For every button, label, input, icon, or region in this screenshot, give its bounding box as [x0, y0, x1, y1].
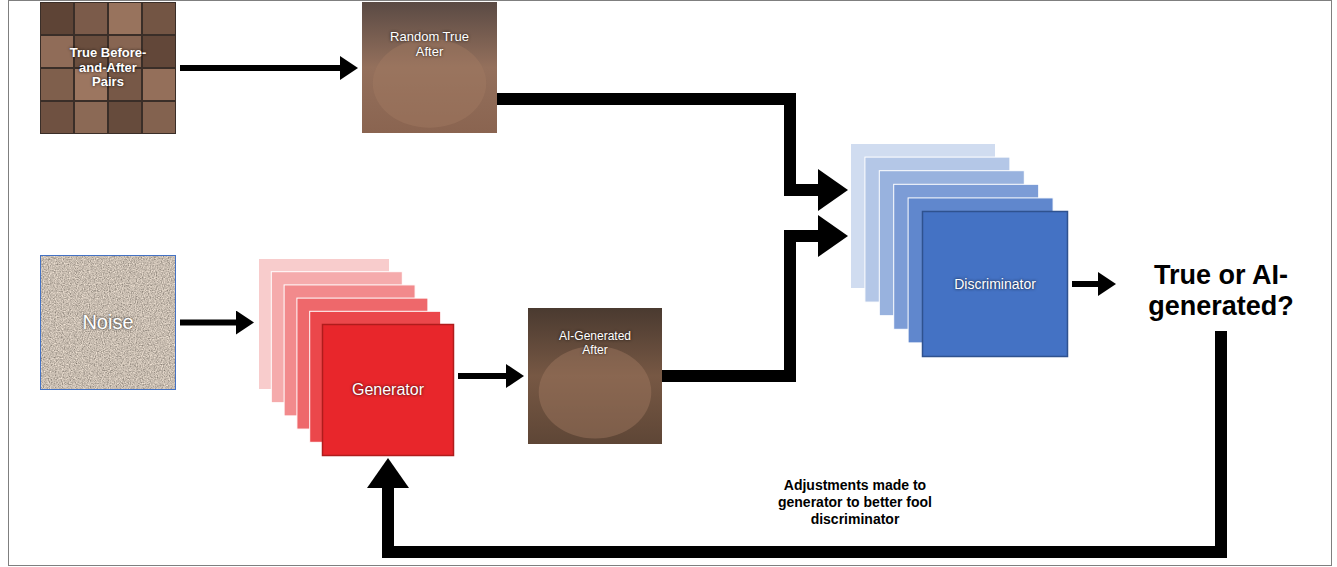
layer-stack	[258, 258, 454, 456]
node-label: Noise	[82, 311, 133, 334]
generator-stack: Generator	[258, 258, 454, 456]
flow-arrow	[180, 320, 236, 326]
stack-layer	[923, 212, 1068, 357]
node-face: Noise	[40, 255, 176, 390]
image-grid: True Before-and-After Pairs	[40, 2, 176, 134]
photo-thumbnail	[143, 102, 175, 133]
node-label: AI-Generated After	[549, 330, 641, 358]
photo-thumbnail	[41, 69, 73, 100]
photo-panel: Random True After	[362, 2, 497, 133]
noise-texture	[40, 255, 176, 390]
photo-thumbnail	[41, 102, 73, 133]
stack-layer	[323, 325, 454, 456]
photo-thumbnail	[41, 36, 73, 67]
node-face: Discriminator	[922, 211, 1068, 357]
photo-thumbnail	[143, 3, 175, 34]
node-face: True Before-and-After Pairs	[40, 2, 176, 134]
node-label: Generator	[352, 381, 424, 399]
node-label: Discriminator	[954, 276, 1036, 292]
photo-thumbnail	[109, 102, 141, 133]
flow-arrow	[180, 65, 340, 71]
grid-ground	[40, 2, 176, 134]
output-question: True or AI-generated?	[1120, 255, 1322, 327]
node-label: Random True After	[384, 30, 476, 60]
photo-thumbnail	[75, 3, 107, 34]
photo-thumbnail	[143, 36, 175, 67]
node-label: True or AI-generated?	[1126, 260, 1316, 322]
image-panel	[528, 308, 662, 444]
node-face: Random True After	[362, 2, 497, 133]
layer-stack	[850, 143, 1068, 357]
photo-thumbnail	[41, 3, 73, 34]
flow-arrow	[458, 373, 506, 379]
frame-border	[9, 1, 1332, 566]
node-label: True Before-and-After Pairs	[62, 46, 154, 91]
node-face: Generator	[322, 324, 454, 456]
noise-panel: Noise	[40, 255, 176, 390]
photo-placeholder	[362, 2, 497, 133]
flow-arrow	[497, 99, 818, 190]
photo-placeholder	[528, 308, 662, 444]
photo-thumbnail	[75, 102, 107, 133]
photo-panel: AI-Generated After	[528, 308, 662, 444]
photo-thumbnail	[109, 3, 141, 34]
photo-shading	[539, 346, 652, 438]
edge-label: Adjustments made to generator to better …	[756, 476, 954, 528]
panel-border	[41, 256, 176, 390]
flow-arrow	[388, 331, 1221, 552]
image-panel	[362, 2, 497, 133]
node-face: True or AI-generated?	[1120, 255, 1322, 327]
discriminator-stack: Discriminator	[850, 143, 1068, 357]
flow-arrow	[1072, 281, 1098, 287]
photo-thumbnail	[143, 69, 175, 100]
node-face: AI-Generated After	[528, 308, 662, 444]
flow-arrow	[662, 236, 818, 376]
